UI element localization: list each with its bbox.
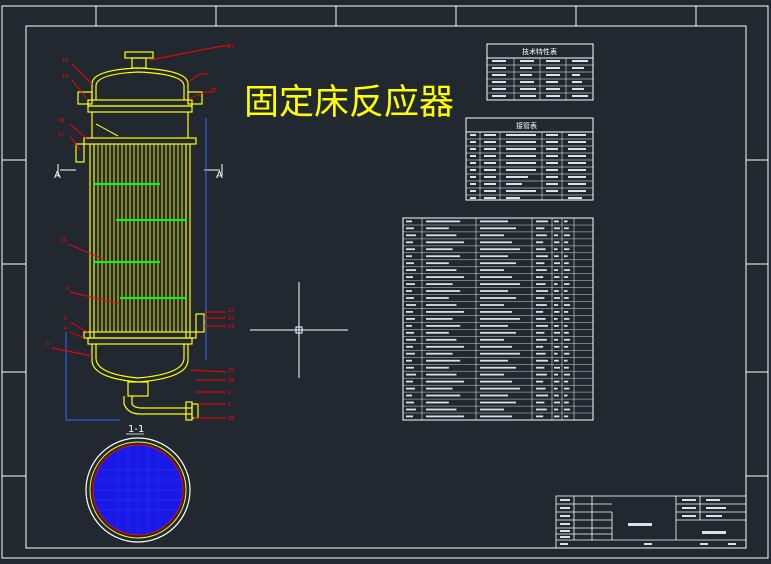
tubesheet-section — [85, 437, 191, 543]
svg-text:22: 22 — [228, 308, 234, 314]
svg-text:24: 24 — [228, 324, 234, 330]
section-mark-right: A — [216, 170, 223, 181]
title-block-text — [560, 499, 736, 545]
svg-text:2: 2 — [228, 390, 231, 396]
leader-lines — [51, 45, 230, 419]
svg-text:1: 1 — [228, 402, 231, 408]
nozzle-table-title: 接管表 — [516, 121, 537, 130]
leader-numbers: 27 10 19 18 17 15 5 5 4 3 22 23 24 25 26 2 1 28 20 — [46, 44, 234, 422]
svg-text:15: 15 — [60, 238, 66, 244]
zone-ticks — [2, 6, 768, 477]
tube-bundle — [97, 144, 183, 332]
reactor-vessel — [75, 51, 205, 421]
svg-text:5: 5 — [64, 316, 67, 322]
dimension-line — [65, 118, 207, 421]
svg-text:28: 28 — [228, 416, 234, 422]
svg-text:17: 17 — [58, 132, 64, 138]
cursor-crosshair — [250, 282, 348, 378]
svg-text:18: 18 — [58, 118, 64, 124]
svg-text:10: 10 — [62, 58, 68, 64]
svg-text:4: 4 — [64, 326, 67, 332]
tech-table-title: 技术特性表 — [522, 47, 557, 56]
svg-text:23: 23 — [228, 316, 234, 322]
svg-text:20: 20 — [210, 88, 216, 94]
outer-frame — [1, 5, 769, 559]
svg-text:19: 19 — [62, 74, 68, 80]
inner-frame — [25, 25, 747, 549]
svg-text:27: 27 — [228, 44, 234, 50]
section-view-label: 1-1 — [128, 424, 144, 435]
technical-characteristics-table: 技术特性表 — [486, 43, 594, 101]
support-rods — [95, 123, 119, 137]
section-mark-left: A — [54, 170, 61, 181]
drawing-title: 固定床反应器 — [244, 83, 454, 123]
title-block — [555, 495, 747, 549]
parts-list-table — [402, 217, 594, 421]
nozzle-table: 接管表 — [465, 117, 594, 201]
baffles — [94, 183, 186, 299]
svg-text:26: 26 — [228, 378, 234, 384]
svg-text:5: 5 — [66, 286, 69, 292]
section-line-a — [57, 164, 223, 176]
svg-text:25: 25 — [228, 368, 234, 374]
svg-text:3: 3 — [46, 342, 49, 348]
